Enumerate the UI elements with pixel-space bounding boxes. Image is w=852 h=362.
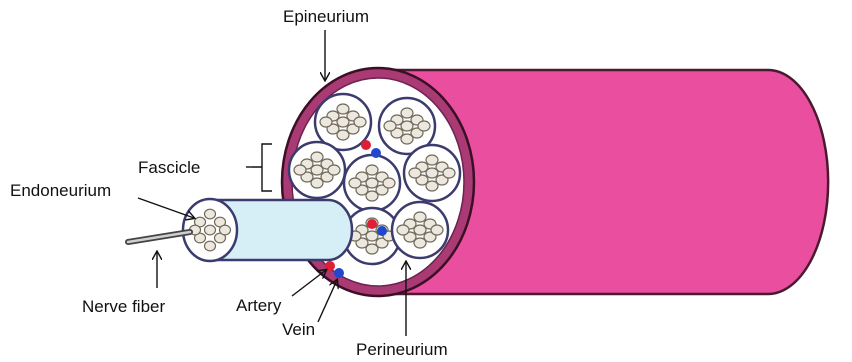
extruded-fascicle [183,199,352,261]
fascicle [404,145,460,201]
artery-dot [325,261,335,271]
nerve-fiber-cell [205,209,216,219]
fascicle [392,202,448,258]
nerve-fiber-cell [384,121,396,131]
nerve-fiber-cell [366,165,378,175]
nerve-fiber-cell [328,165,340,175]
artery-leader [292,270,326,296]
nerve-fiber-cell [401,108,413,118]
nerve-fiber-cell [311,178,323,188]
label-epineurium: Epineurium [283,7,369,26]
nerve-fiber-cell [418,121,430,131]
label-perineurium: Perineurium [356,340,448,359]
artery-dot [361,140,371,150]
nerve-fiber-cell [414,238,426,248]
label-fascicle: Fascicle [138,158,200,177]
nerve-fiber-cell [443,168,455,178]
endoneurium-leader [138,198,194,218]
nerve-fiber-cell [337,130,349,140]
label-artery: Artery [236,296,282,315]
nerve-fiber-cell [294,165,306,175]
label-vein: Vein [282,320,315,339]
nerve-fiber-cell [366,191,378,201]
nerve-fiber-cell [220,225,231,235]
label-endoneurium: Endoneurium [10,181,111,200]
nerve-fiber-cell [401,134,413,144]
vein-dot [334,268,344,278]
nerve-fiber-cell [205,241,216,251]
nerve-fiber-cell [397,225,409,235]
nerve-fiber-cell [354,117,366,127]
nerve-fiber-cell [431,225,443,235]
nerve-fiber-cell [426,181,438,191]
fascicle [289,142,345,198]
fascicle [344,155,400,211]
nerve-fiber-cell [320,117,332,127]
nerve-fiber-cell [383,178,395,188]
fascicle-bracket [252,144,272,191]
nerve-fiber-cell [349,178,361,188]
artery-dot [367,219,377,229]
nerve-fiber-cell [311,152,323,162]
nerve-fiber-cell [426,155,438,165]
nerve-fiber-cell [205,225,216,235]
nerve-fiber-cell [414,212,426,222]
nerve-fiber-strand [128,232,190,242]
vein-dot [371,148,381,158]
label-nerve-fiber: Nerve fiber [82,297,165,316]
nerve-fiber-cell [366,244,378,254]
vein-leader [318,280,337,322]
nerve-fiber-cell [337,104,349,114]
vein-dot [377,226,387,236]
nerve-fiber-cell [409,168,421,178]
